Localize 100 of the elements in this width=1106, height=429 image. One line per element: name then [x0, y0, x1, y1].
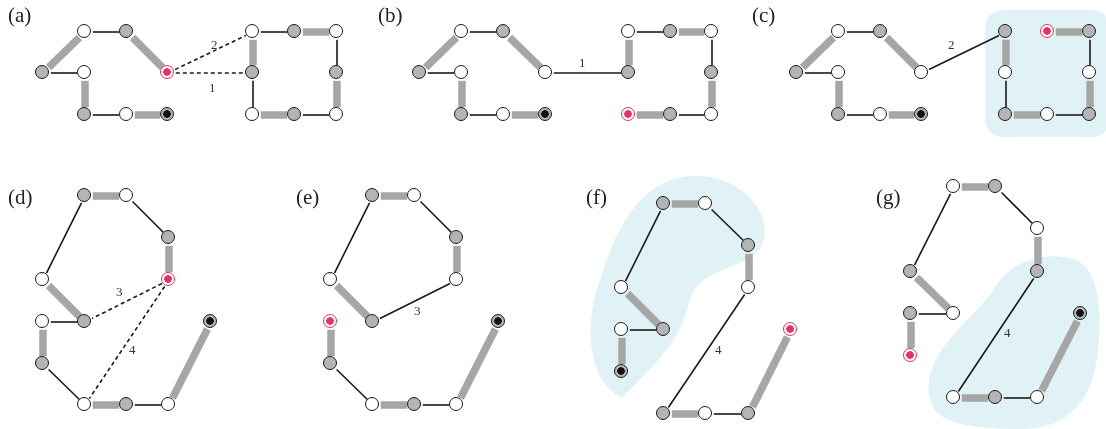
vertex-circle — [161, 397, 176, 412]
edge-line — [469, 31, 497, 33]
edge-line — [629, 329, 657, 331]
edge-line — [553, 72, 622, 74]
edge-line — [47, 368, 81, 401]
edge-line — [918, 313, 947, 315]
vertex-circle — [704, 107, 719, 122]
vertex-circle — [119, 107, 134, 122]
matching-edge — [636, 111, 664, 119]
vertex-circle — [496, 24, 511, 39]
matching-edge — [883, 34, 920, 71]
vertex-circle — [77, 24, 92, 39]
vertex-circle — [454, 65, 469, 80]
vertex-circle — [873, 107, 888, 122]
edge-line — [422, 404, 450, 406]
edge-line — [636, 31, 664, 33]
matching-edge — [422, 34, 460, 71]
edge-line — [252, 80, 254, 108]
edge-line — [92, 114, 120, 116]
end-vertex-circle — [538, 107, 553, 122]
vertex-circle — [77, 65, 92, 80]
edge-line — [928, 34, 1000, 71]
matching-edge — [1034, 236, 1042, 265]
vertex-circle — [454, 24, 469, 39]
matching-edge — [45, 282, 83, 320]
start-vertex-circle — [161, 272, 176, 287]
matching-edge — [1086, 80, 1094, 108]
edge-label: 4 — [715, 343, 722, 357]
vertex-circle — [831, 65, 846, 80]
edge-line — [1055, 114, 1083, 116]
matching-edge — [302, 28, 330, 36]
vertex-circle — [741, 280, 756, 295]
edge-line — [957, 277, 1035, 393]
start-vertex-circle — [621, 107, 636, 122]
matching-edge — [625, 39, 633, 66]
matching-edge — [799, 34, 837, 71]
matching-edge — [458, 80, 466, 108]
vertex-circle — [946, 179, 961, 194]
vertex-circle — [449, 272, 464, 287]
vertex-circle — [873, 24, 888, 39]
matching-edge — [1013, 111, 1041, 119]
matching-edge — [92, 401, 120, 409]
matching-edge — [165, 245, 173, 273]
vertex-circle — [329, 24, 344, 39]
vertex-circle — [412, 65, 427, 80]
matching-edge — [45, 34, 83, 71]
matching-edge — [961, 183, 989, 191]
edge-line — [804, 72, 832, 74]
start-vertex-circle — [903, 348, 918, 363]
matching-edge — [913, 274, 952, 312]
panel-label: (a) — [8, 4, 32, 26]
panel-label: (e) — [296, 186, 320, 208]
vertex-circle — [946, 306, 961, 321]
edge-line — [379, 282, 451, 320]
vertex-circle — [831, 24, 846, 39]
edge-line — [710, 208, 745, 242]
edge-line — [427, 72, 455, 74]
edge-line — [678, 114, 705, 116]
edge-line — [1000, 191, 1034, 225]
edge-line — [1005, 80, 1007, 108]
vertex-circle — [454, 107, 469, 122]
matching-edge — [92, 192, 120, 200]
vertex-circle — [663, 24, 678, 39]
vertex-circle — [77, 397, 92, 412]
vertex-circle — [449, 230, 464, 245]
edge-line — [260, 31, 288, 33]
vertex-circle — [538, 65, 553, 80]
panel-label: (d) — [8, 186, 33, 208]
matching-edge — [169, 327, 211, 400]
matching-edge — [1055, 28, 1083, 36]
vertex-circle — [77, 314, 92, 329]
edge-label: 3 — [116, 285, 123, 299]
end-vertex-circle — [160, 107, 175, 122]
end-vertex-circle — [491, 314, 506, 329]
matching-edge — [380, 401, 408, 409]
edge-line — [333, 202, 371, 274]
vertex-circle — [35, 65, 50, 80]
edge-label: 3 — [414, 304, 421, 318]
edge-line — [846, 114, 874, 116]
vertex-circle — [914, 65, 929, 80]
start-vertex-circle — [783, 322, 798, 337]
dashed-edge — [91, 282, 163, 320]
vertex-circle — [287, 107, 302, 122]
vertex-circle — [831, 107, 846, 122]
vertex-circle — [365, 188, 380, 203]
edge-line — [419, 200, 453, 234]
edge-label: 2 — [211, 38, 218, 52]
vertex-circle — [407, 397, 422, 412]
vertex-circle — [407, 188, 422, 203]
panel-label: (b) — [378, 4, 403, 26]
vertex-circle — [329, 107, 344, 122]
matching-edge — [249, 39, 257, 66]
panel-label: (g) — [876, 186, 901, 208]
matching-edge — [333, 80, 341, 108]
vertex-circle — [496, 107, 511, 122]
vertex-circle — [245, 107, 260, 122]
matching-edge — [327, 329, 335, 357]
vertex-circle — [704, 65, 719, 80]
matching-edge — [745, 253, 753, 281]
edge-line — [624, 210, 662, 282]
